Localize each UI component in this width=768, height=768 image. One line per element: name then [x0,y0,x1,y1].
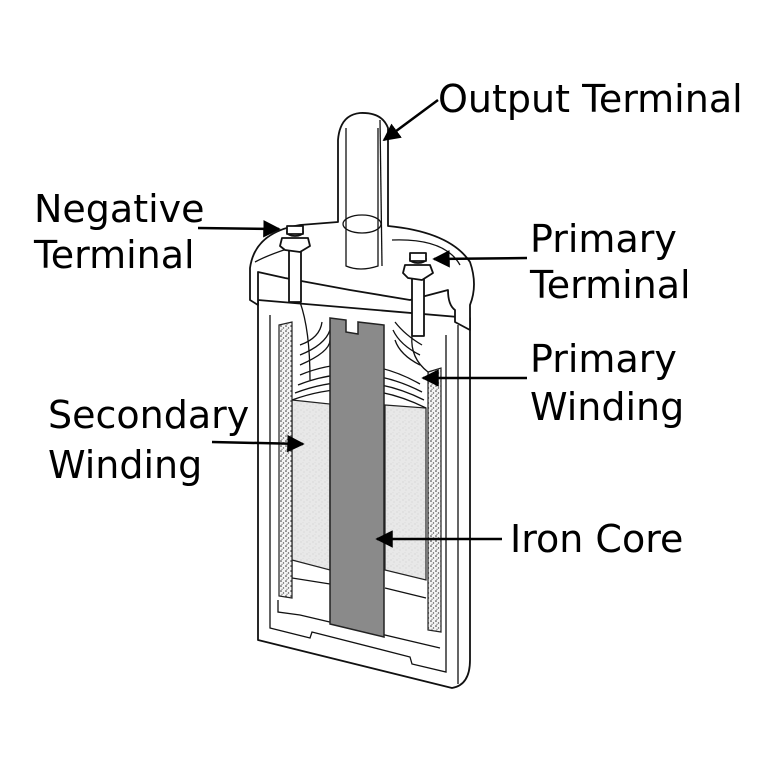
label-primary-terminal-line1: Primary [530,217,677,261]
label-negative-terminal-line2: Terminal [33,233,195,277]
label-negative-terminal-line1: Negative [34,187,205,231]
coil-cap [249,112,475,331]
insulation-left [278,321,293,599]
iron-core [329,317,385,638]
primary-terminal-post [402,252,434,373]
label-primary-winding-line2: Winding [530,385,684,429]
secondary-winding-leader [211,434,305,453]
negative-terminal-post [279,225,311,381]
label-secondary-winding-line1: Secondary [48,393,249,437]
primary-terminal-leader [432,250,528,268]
negative-terminal-leader [197,220,281,238]
output-terminal-leader [382,98,439,142]
insulation-right [427,367,442,633]
inner-case [269,315,447,673]
label-primary-winding-line1: Primary [530,337,677,381]
label-iron-core: Iron Core [510,517,683,561]
label-output-terminal: Output Terminal [438,77,743,121]
label-secondary-winding-line2: Winding [48,443,202,487]
label-primary-terminal-line2: Terminal [529,263,691,307]
